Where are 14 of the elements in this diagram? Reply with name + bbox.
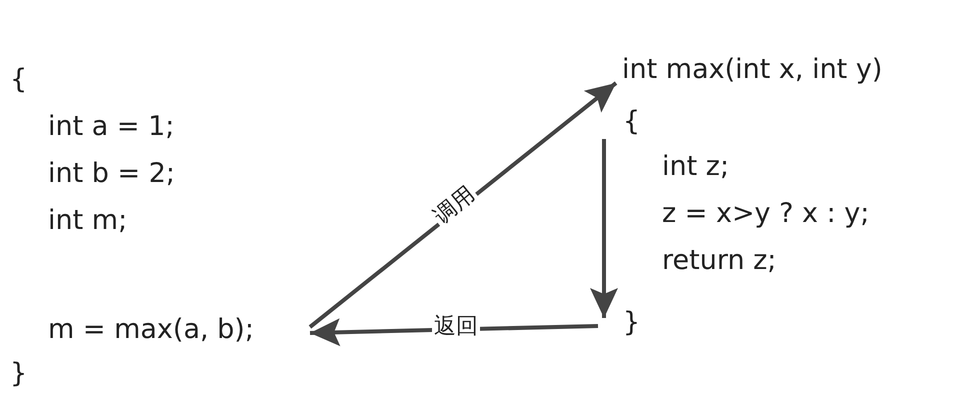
function-signature: int max(int x, int y) [622,53,947,87]
brace: } [598,306,640,340]
code-line: int b = 2; [48,157,175,191]
code-line: int a = 1; [48,110,174,144]
code-line: m = max(a, b); [48,313,298,347]
code-line: int m; [48,204,128,238]
arrow [590,139,618,318]
brace: { [10,63,28,97]
arrow [308,81,618,329]
brace: { [598,105,640,139]
code-line: z = x>y ? x : y; [662,197,870,231]
brace: } [10,357,28,391]
code-line: int z; [662,150,730,184]
code-line: return z; [662,244,776,278]
